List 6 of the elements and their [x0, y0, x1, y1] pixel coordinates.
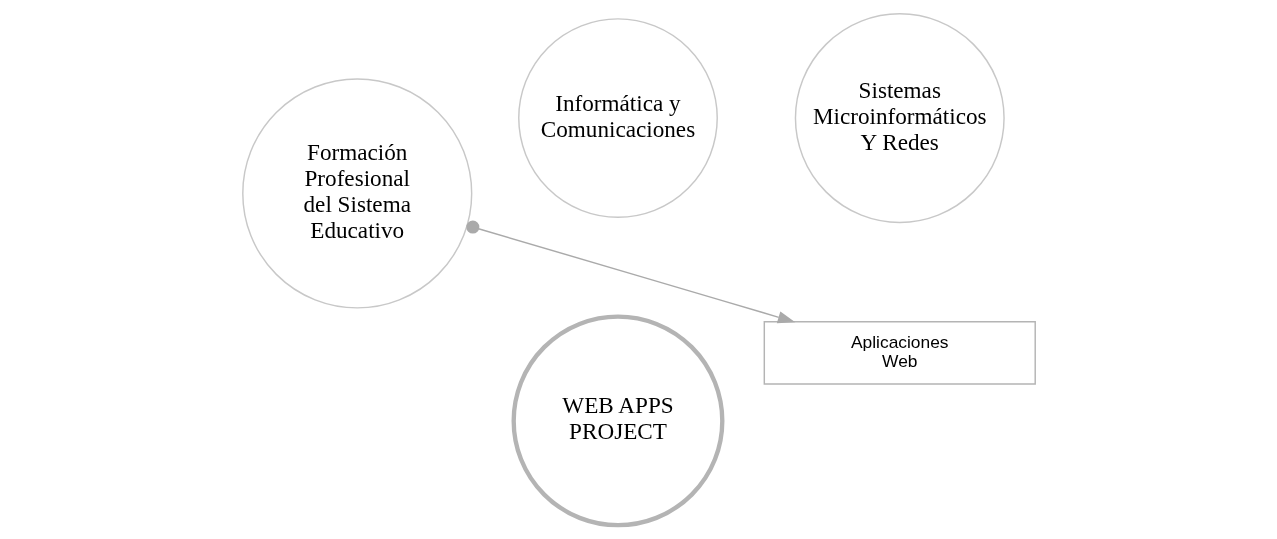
node-circle: Formación Profesional del Sistema Educativo	[241, 78, 472, 309]
node-circle: Informática y Comunicaciones	[517, 18, 718, 219]
arrow	[465, 220, 795, 324]
node-box: Aplicaciones Web	[763, 320, 1036, 385]
node-circle: WEB APPS PROJECT	[511, 314, 724, 528]
node-circle: Sistemas Microinformáticos Y Redes	[794, 13, 1005, 224]
